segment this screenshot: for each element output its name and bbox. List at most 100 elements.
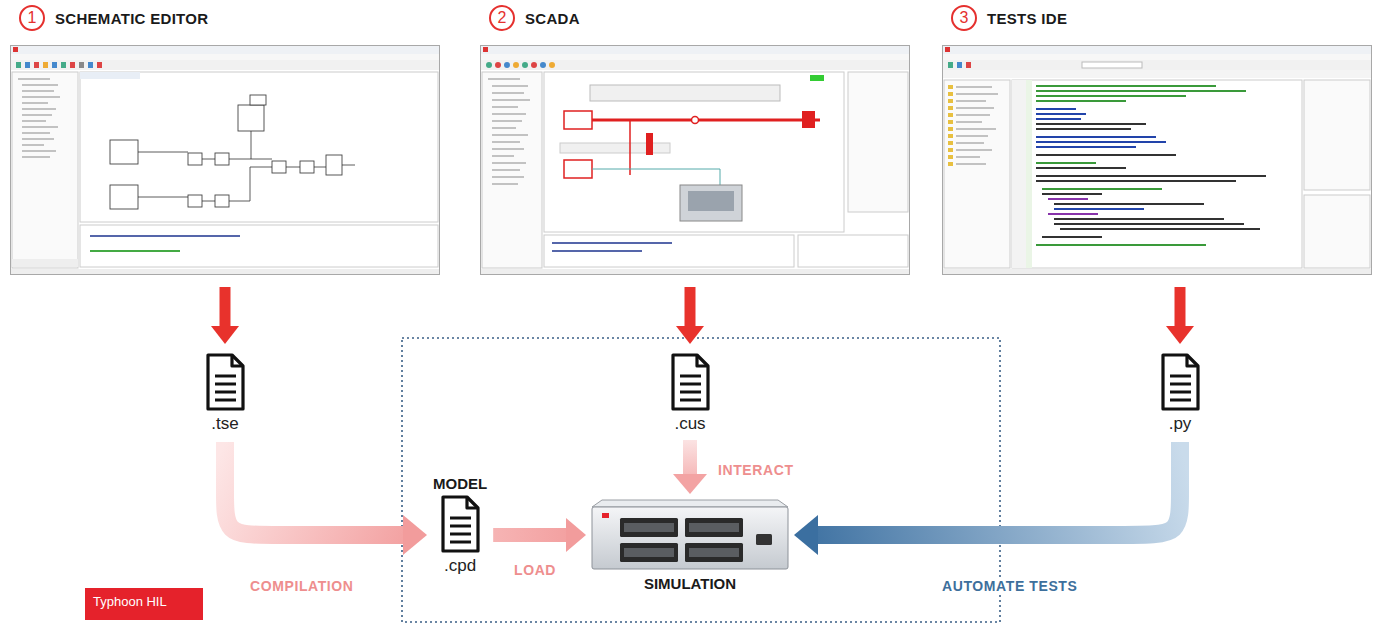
file-extension: .cpd [444,556,476,576]
schematic-editor-screenshot [138,152,188,153]
step-number: 2 [489,5,515,31]
arrow-head [794,515,818,555]
scada-screenshot [492,184,518,185]
schematic-editor-screenshot [90,250,180,252]
document-line [450,541,471,544]
tests-ide-screenshot [948,120,953,124]
tests-ide-screenshot [1036,146,1136,148]
schematic-editor-screenshot [12,72,78,268]
model-file-node: MODEL.cpd [433,475,487,576]
tests-ide-screenshot [942,54,1372,60]
tests-ide-screenshot [948,141,953,145]
schematic-editor-screenshot [22,151,56,152]
tests-ide-screenshot [1036,85,1266,246]
scada-screenshot [692,117,699,124]
schematic-editor-screenshot [43,62,48,68]
scada-screenshot [492,149,524,150]
arrow-head [403,515,427,555]
tests-ide-screenshot [942,45,1372,275]
document-line [450,517,471,520]
document-line [450,525,471,528]
flow-arrow [673,440,707,494]
tests-ide-screenshot [948,92,953,96]
scada-screenshot [552,242,672,244]
tests-ide-screenshot [1304,80,1370,190]
tests-ide-screenshot [1060,228,1260,230]
tests-ide-screenshot [948,62,953,68]
brand-box: Typhoon HIL [85,588,203,620]
schematic-editor-screenshot [22,103,48,104]
schematic-editor-screenshot [12,259,78,267]
document-line [215,383,236,386]
file-node: .cus [668,352,712,434]
tests-ide-screenshot [956,87,998,164]
document-line [680,391,701,394]
tests-ide-screenshot [1042,188,1162,190]
arrow-shaft [1175,287,1186,326]
tests-ide-screenshot [1012,80,1302,268]
schematic-editor-screenshot [202,201,215,202]
tests-ide-screenshot [942,60,1372,70]
tests-ide-screenshot [966,62,971,68]
scada-screenshot [544,235,794,267]
tests-ide-screenshot [1054,203,1204,205]
schematic-editor-screenshot [22,97,60,98]
scada-screenshot [680,185,742,221]
tests-ide-screenshot [956,94,998,95]
scada-screenshot [492,135,528,136]
tests-ide-screenshot [948,155,953,159]
arrow-shaft [683,440,697,474]
schematic-editor-screenshot [22,127,58,128]
schematic-editor-screenshot [70,62,75,68]
simulator-device-illustration [590,498,790,573]
tests-ide-screenshot [948,162,953,166]
schematic-editor-screenshot [52,62,57,68]
tests-ide-screenshot [1036,90,1246,92]
schematic-editor-screenshot [138,197,188,198]
tests-ide-screenshot [1054,218,1224,220]
schematic-editor-screenshot [314,167,326,168]
device-body [592,507,788,569]
panel-heading: 3TESTS IDE [951,5,1067,31]
schematic-editor-screenshot [229,167,272,201]
schematic-editor-screenshot [286,167,300,168]
schematic-editor-screenshot [188,195,202,207]
tests-ide-screenshot [1026,80,1032,268]
connector-panel [620,543,678,562]
schematic-editor-screenshot [80,72,140,79]
screenshot-panel: 3TESTS IDE [942,45,1372,275]
panel-heading: 1SCHEMATIC EDITOR [19,5,208,31]
device-top [592,500,788,507]
tests-ide-screenshot [948,85,953,166]
schematic-editor-screenshot [215,195,229,207]
document-line [680,375,701,378]
tests-ide-screenshot [956,129,996,130]
screenshot-panel: 2SCADA [480,45,910,275]
tests-ide-screenshot [956,157,980,158]
tests-ide-screenshot [956,164,986,165]
brand-name: Typhoon HIL [93,594,195,609]
scada-screenshot [646,133,653,155]
scada-screenshot [531,62,537,68]
schematic-editor-screenshot [22,115,52,116]
scada-screenshot [492,177,524,178]
file-node: .py [1158,352,1202,434]
document-line [450,533,471,536]
file-extension: .tse [211,414,238,434]
flow-arrow [794,442,1180,555]
schematic-editor-screenshot [238,105,264,131]
schematic-editor-screenshot [25,62,30,68]
scada-screenshot [492,86,528,87]
arrow-shaft [493,528,566,542]
document-line [1170,399,1191,402]
panel-title: SCADA [525,10,580,27]
document-fold [697,355,708,366]
schematic-editor-screenshot [215,153,229,165]
scada-screenshot [798,235,908,267]
document-outline [208,355,243,409]
tests-ide-screenshot [956,101,986,102]
schematic-editor-screenshot [80,72,438,222]
schematic-editor-screenshot [10,45,440,275]
tests-ide-screenshot [1036,141,1166,143]
document-line [1170,391,1191,394]
